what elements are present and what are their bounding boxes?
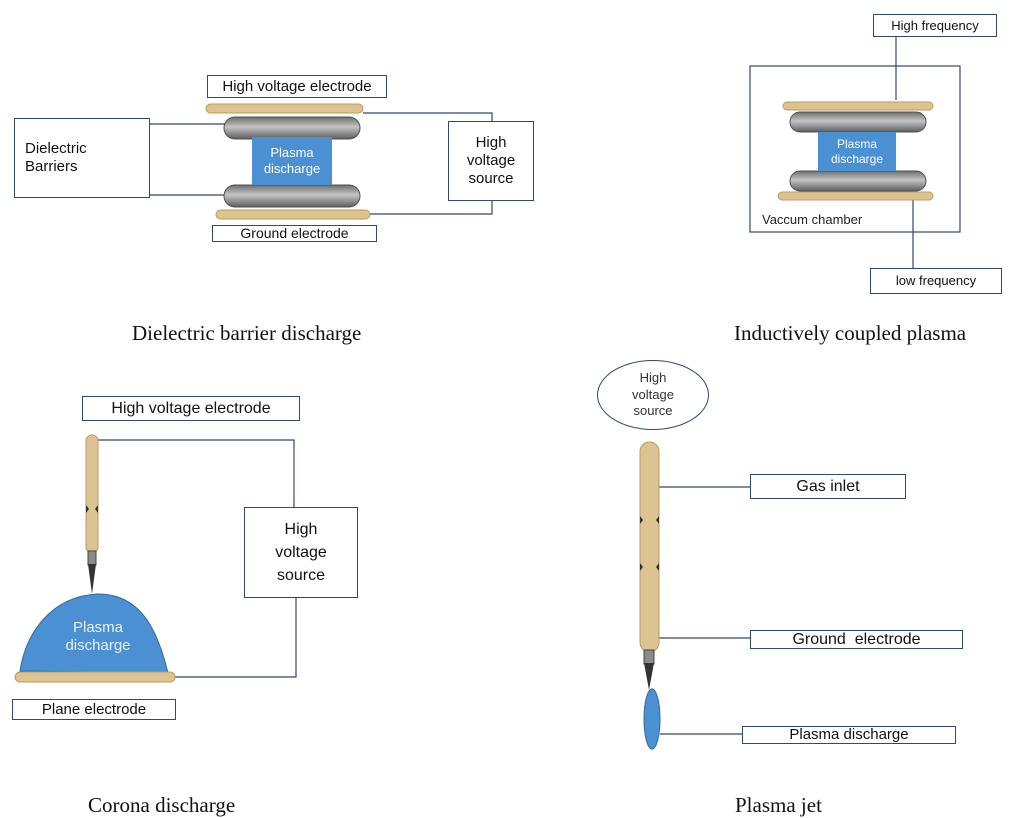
corona-graphics [14, 434, 297, 683]
icp-vacuum-chamber-label: Vaccum chamber [762, 212, 863, 227]
dbd-top-electrode [205, 103, 364, 114]
icp-caption: Inductively coupled plasma [734, 321, 967, 345]
dbd-high-voltage-electrode-label: High voltage electrode [207, 75, 387, 98]
icp-high-frequency-label: High frequency [873, 14, 997, 37]
jet-high-voltage-source-text: High voltage source [632, 369, 674, 419]
corona-needle-tip [88, 564, 96, 594]
corona-plasma-shape [19, 593, 169, 674]
jet-ground-electrode-text: Ground electrode [792, 630, 921, 648]
dbd-bottom-dielectric-cylinder [223, 184, 361, 208]
dbd-ground-electrode-label: Ground electrode [212, 225, 377, 242]
icp-vacuum-chamber-outline [749, 65, 961, 233]
dbd-high-voltage-electrode-text: High voltage electrode [222, 77, 372, 95]
dbd-high-voltage-source-label: High voltage source [448, 121, 534, 201]
corona-caption: Corona discharge [88, 793, 236, 817]
jet-plasma-plume [643, 688, 661, 750]
jet-notch-lower-left [640, 563, 643, 571]
jet-gas-inlet-label: Gas inlet [750, 474, 906, 499]
icp-high-frequency-text: High frequency [891, 17, 979, 33]
jet-notch-lower-right [656, 563, 659, 571]
icp-bottom-cylinder [789, 170, 927, 192]
icp-bottom-electrode [777, 191, 934, 201]
jet-caption: Plasma jet [735, 793, 822, 817]
corona-high-voltage-electrode-label: High voltage electrode [82, 396, 300, 421]
jet-graphics [639, 441, 750, 750]
dbd-high-voltage-source-text: High voltage source [466, 134, 516, 187]
jet-plasma-discharge-label: Plasma discharge [742, 726, 956, 744]
jet-nozzle-tip [644, 663, 654, 690]
corona-plasma-text: Plasma discharge [65, 619, 131, 654]
dbd-dielectric-barriers-label: Dielectric Barriers [14, 118, 150, 198]
icp-plasma-discharge: Plasma discharge [818, 132, 896, 171]
jet-plasma-discharge-text: Plasma discharge [789, 726, 909, 743]
corona-plane-electrode [14, 671, 176, 683]
jet-gas-inlet-text: Gas inlet [796, 477, 860, 495]
corona-plane-electrode-text: Plane electrode [41, 700, 147, 718]
jet-high-voltage-source-oval: High voltage source [597, 360, 709, 430]
corona-plane-electrode-label: Plane electrode [12, 699, 176, 720]
dbd-top-dielectric-cylinder [223, 116, 361, 140]
jet-notch-upper-left [640, 516, 643, 524]
corona-needle-electrode [85, 434, 99, 554]
corona-high-voltage-source-label: High voltage source [244, 507, 358, 598]
dbd-caption: Dielectric barrier discharge [132, 321, 362, 345]
icp-top-cylinder [789, 111, 927, 133]
corona-needle-notch-right [95, 505, 98, 513]
icp-graphics [749, 37, 961, 268]
icp-low-frequency-text: low frequency [895, 273, 977, 289]
jet-tube [639, 441, 660, 653]
dbd-ground-electrode [215, 209, 371, 220]
corona-needle-shank [87, 550, 97, 566]
dbd-graphics [150, 103, 493, 220]
dbd-plasma-discharge: Plasma discharge [252, 137, 332, 185]
corona-plasma-discharge: Plasma discharge [50, 612, 146, 662]
icp-top-electrode [782, 101, 934, 111]
corona-connector-lines [97, 439, 297, 678]
corona-high-voltage-electrode-text: High voltage electrode [111, 399, 271, 417]
jet-nozzle [643, 649, 655, 665]
jet-ground-electrode-label: Ground electrode [750, 630, 963, 649]
icp-plasma-text: Plasma discharge [830, 137, 884, 166]
corona-needle-notch-left [86, 505, 89, 513]
dbd-plasma-text: Plasma discharge [263, 145, 321, 176]
jet-connector-lines [659, 486, 750, 735]
corona-high-voltage-source-text: High voltage source [275, 520, 327, 585]
dbd-ground-electrode-text: Ground electrode [240, 225, 349, 242]
icp-low-frequency-label: low frequency [870, 268, 1002, 294]
dbd-connector-lines [150, 112, 493, 215]
jet-notch-upper-right [656, 516, 659, 524]
dbd-dielectric-barriers-text: Dielectric Barriers [25, 140, 87, 175]
